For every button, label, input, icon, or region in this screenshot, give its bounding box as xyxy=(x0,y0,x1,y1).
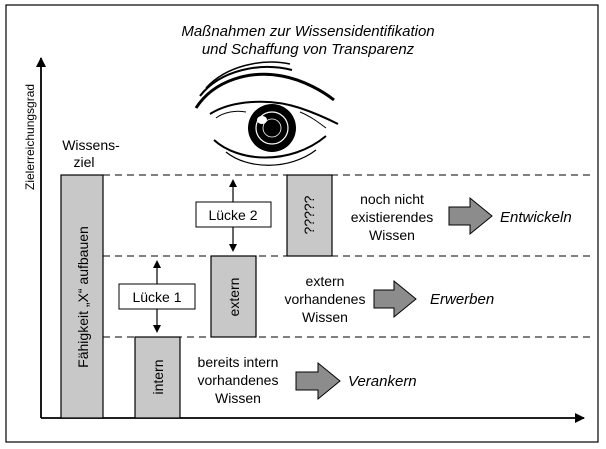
row-1-arrow-icon xyxy=(448,196,493,236)
row-3-description-line-1: bereits intern xyxy=(198,354,279,370)
row-2-description-line-1: extern xyxy=(306,273,345,289)
row-3-description-line-3: Wissen xyxy=(215,390,261,406)
row-1-action: Entwickeln xyxy=(500,209,572,226)
goal-label-line-2: ziel xyxy=(73,154,94,170)
gap-2-label: Lücke 2 xyxy=(208,207,257,223)
title-line-2: und Schaffung von Transparenz xyxy=(202,41,415,58)
row-3-arrow-icon xyxy=(295,361,341,401)
bar-internal xyxy=(134,336,181,419)
row-2-action: Erwerben xyxy=(430,291,494,308)
row-2-arrow-icon xyxy=(373,279,417,319)
y-axis-label: Zielerreichungsgrad xyxy=(23,84,37,190)
title-line-1: Maßnahmen zur Wissensidentifikation xyxy=(181,23,434,40)
outer-frame xyxy=(5,4,599,443)
row-3-action: Verankern xyxy=(348,373,417,390)
row-1-description-line-2: existierendes xyxy=(351,209,434,225)
row-3-description-line-2: vorhandenes xyxy=(198,372,279,388)
bar-unknown xyxy=(286,174,333,257)
row-2-description-line-3: Wissen xyxy=(302,309,348,325)
row-1-description-line-3: Wissen xyxy=(369,227,415,243)
gap-2-box xyxy=(195,201,272,228)
eye-icon xyxy=(194,61,339,166)
gap-1-label: Lücke 1 xyxy=(132,289,181,305)
bar-external xyxy=(210,255,257,338)
bar-external-label: extern xyxy=(226,278,242,317)
bar-skill xyxy=(60,174,104,419)
bar-unknown-label: ????? xyxy=(301,195,317,234)
bar-internal-label: intern xyxy=(150,359,166,394)
gap-1-box xyxy=(118,283,196,310)
row-1-description-line-1: noch nicht xyxy=(360,191,424,207)
bar-skill-label: Fähigkeit „X“ aufbauen xyxy=(75,226,91,368)
row-2-description-line-2: vorhandenes xyxy=(285,291,366,307)
goal-label-line-1: Wissens- xyxy=(62,137,120,153)
